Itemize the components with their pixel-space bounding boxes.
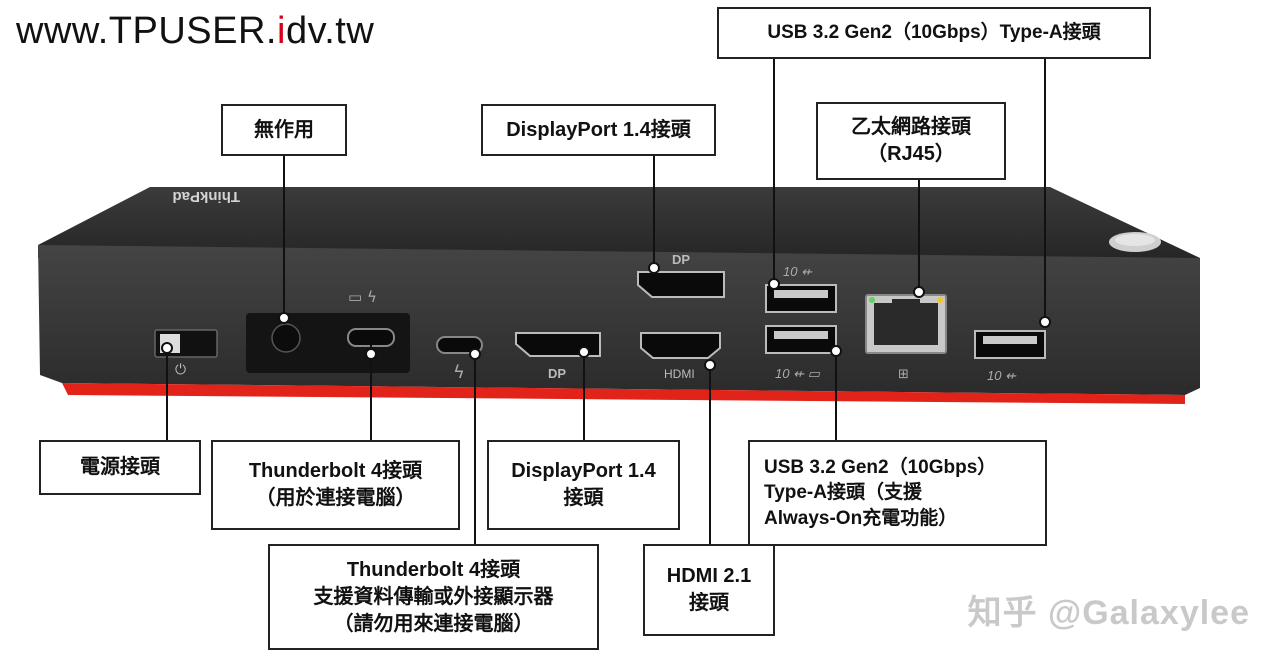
power-port-icon: ⏻ — [175, 362, 186, 378]
label-no-function: 無作用 — [221, 104, 347, 156]
usb-port-top — [765, 284, 837, 313]
brand-logo: ThinkPad — [172, 188, 240, 205]
watermark: 知乎 @Galaxylee — [967, 594, 1250, 632]
dock-top-surface — [38, 187, 1200, 258]
callout-lines — [166, 58, 1046, 544]
label-power: 電源接頭 — [39, 440, 201, 495]
label-usb-always-on: USB 3.2 Gen2（10Gbps） Type-A接頭（支援 Always-… — [748, 440, 1047, 546]
label-tb4-data: Thunderbolt 4接頭 支援資料傳輸或外接顯示器 （請勿用來連接電腦） — [268, 544, 599, 650]
dp-mark-bottom: DP — [548, 366, 566, 381]
label-displayport-top: DisplayPort 1.4接頭 — [481, 104, 716, 156]
callout-dots — [161, 262, 1051, 371]
dock-red-base — [62, 383, 1185, 404]
tb4-host-port — [347, 328, 395, 347]
label-usb-top: USB 3.2 Gen2（10Gbps）Type-A接頭 — [717, 7, 1151, 59]
label-hdmi: HDMI 2.1 接頭 — [643, 544, 775, 636]
laptop-bolt-icon: ▭ ϟ — [348, 288, 377, 306]
usb-speed-mark-always-on: 10 ⇷ ▭ — [775, 366, 821, 381]
label-tb4-host: Thunderbolt 4接頭 （用於連接電腦） — [211, 440, 460, 530]
network-icon: ⊞ — [898, 367, 909, 382]
dp-port-top — [637, 271, 725, 298]
hdmi-mark: HDMI — [664, 367, 695, 381]
site-title: www.TPUSER.idv.tw — [16, 10, 375, 52]
usb-speed-mark-right: 10 ⇷ — [987, 368, 1017, 383]
usb-port-always-on — [765, 325, 837, 354]
unused-port — [271, 323, 301, 353]
label-ethernet: 乙太網路接頭 （RJ45） — [816, 102, 1006, 180]
dock-front-face — [38, 245, 1200, 395]
bolt-icon: ϟ — [453, 362, 465, 383]
dp-mark-top: DP — [672, 252, 690, 267]
label-displayport-bottom: DisplayPort 1.4 接頭 — [487, 440, 680, 530]
tb4-data-port — [436, 336, 483, 354]
usb-port-right — [974, 330, 1046, 359]
hdmi-port — [640, 332, 721, 359]
usb-speed-mark-top: 10 ⇷ — [783, 264, 813, 279]
